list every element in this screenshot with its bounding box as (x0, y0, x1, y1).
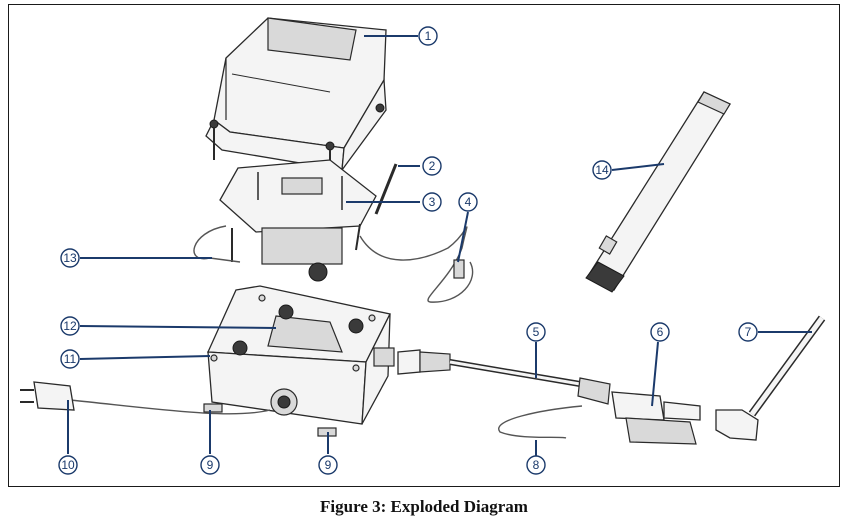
sensor-4-wire (359, 226, 474, 303)
junction-box (203, 285, 395, 437)
exploded-diagram: 1 2 3 4 5 6 7 8 9 9 10 11 12 13 14 (20, 17, 826, 475)
sensor-wire (193, 225, 241, 263)
svg-text:8: 8 (533, 458, 540, 472)
callout-1: 1 (418, 26, 438, 46)
diagram-frame (8, 4, 840, 487)
callout-13: 13 (60, 248, 80, 268)
svg-text:14: 14 (595, 163, 609, 177)
power-plug (20, 381, 75, 411)
leader-6 (651, 341, 659, 407)
leader-11 (79, 355, 211, 360)
electronics-plate (219, 159, 377, 282)
svg-text:7: 7 (745, 325, 752, 339)
svg-text:9: 9 (325, 458, 332, 472)
callout-6: 6 (650, 322, 670, 342)
callout-7: 7 (738, 322, 758, 342)
svg-text:9: 9 (207, 458, 214, 472)
svg-text:5: 5 (533, 325, 540, 339)
probe-rod (374, 163, 398, 215)
svg-text:6: 6 (657, 325, 664, 339)
leader-14 (611, 163, 665, 171)
svg-text:3: 3 (429, 195, 436, 209)
callout-3: 3 (422, 192, 442, 212)
svg-text:4: 4 (465, 195, 472, 209)
svg-text:1: 1 (425, 29, 432, 43)
bracket-connector (611, 391, 701, 445)
antenna (715, 315, 826, 441)
callout-11: 11 (60, 349, 80, 369)
svg-text:13: 13 (63, 251, 77, 265)
probe-tube (585, 91, 731, 293)
power-cord (69, 399, 271, 415)
callout-12: 12 (60, 316, 80, 336)
svg-text:10: 10 (61, 458, 75, 472)
callout-8: 8 (526, 455, 546, 475)
figure-caption: Figure 3: Exploded Diagram (320, 497, 528, 516)
callout-5: 5 (526, 322, 546, 342)
callout-10: 10 (58, 455, 78, 475)
cable-8 (498, 405, 583, 439)
callout-2: 2 (422, 156, 442, 176)
top-housing (205, 17, 387, 176)
svg-text:11: 11 (64, 352, 77, 366)
extension-cable (397, 349, 611, 405)
svg-text:12: 12 (63, 319, 77, 333)
leader-12 (79, 325, 277, 329)
callout-9b: 9 (318, 455, 338, 475)
callout-9a: 9 (200, 455, 220, 475)
callout-4: 4 (458, 192, 478, 212)
leader-4 (457, 211, 469, 263)
svg-text:2: 2 (429, 159, 436, 173)
callout-14: 14 (592, 160, 612, 180)
sensor-4-body (453, 259, 465, 279)
